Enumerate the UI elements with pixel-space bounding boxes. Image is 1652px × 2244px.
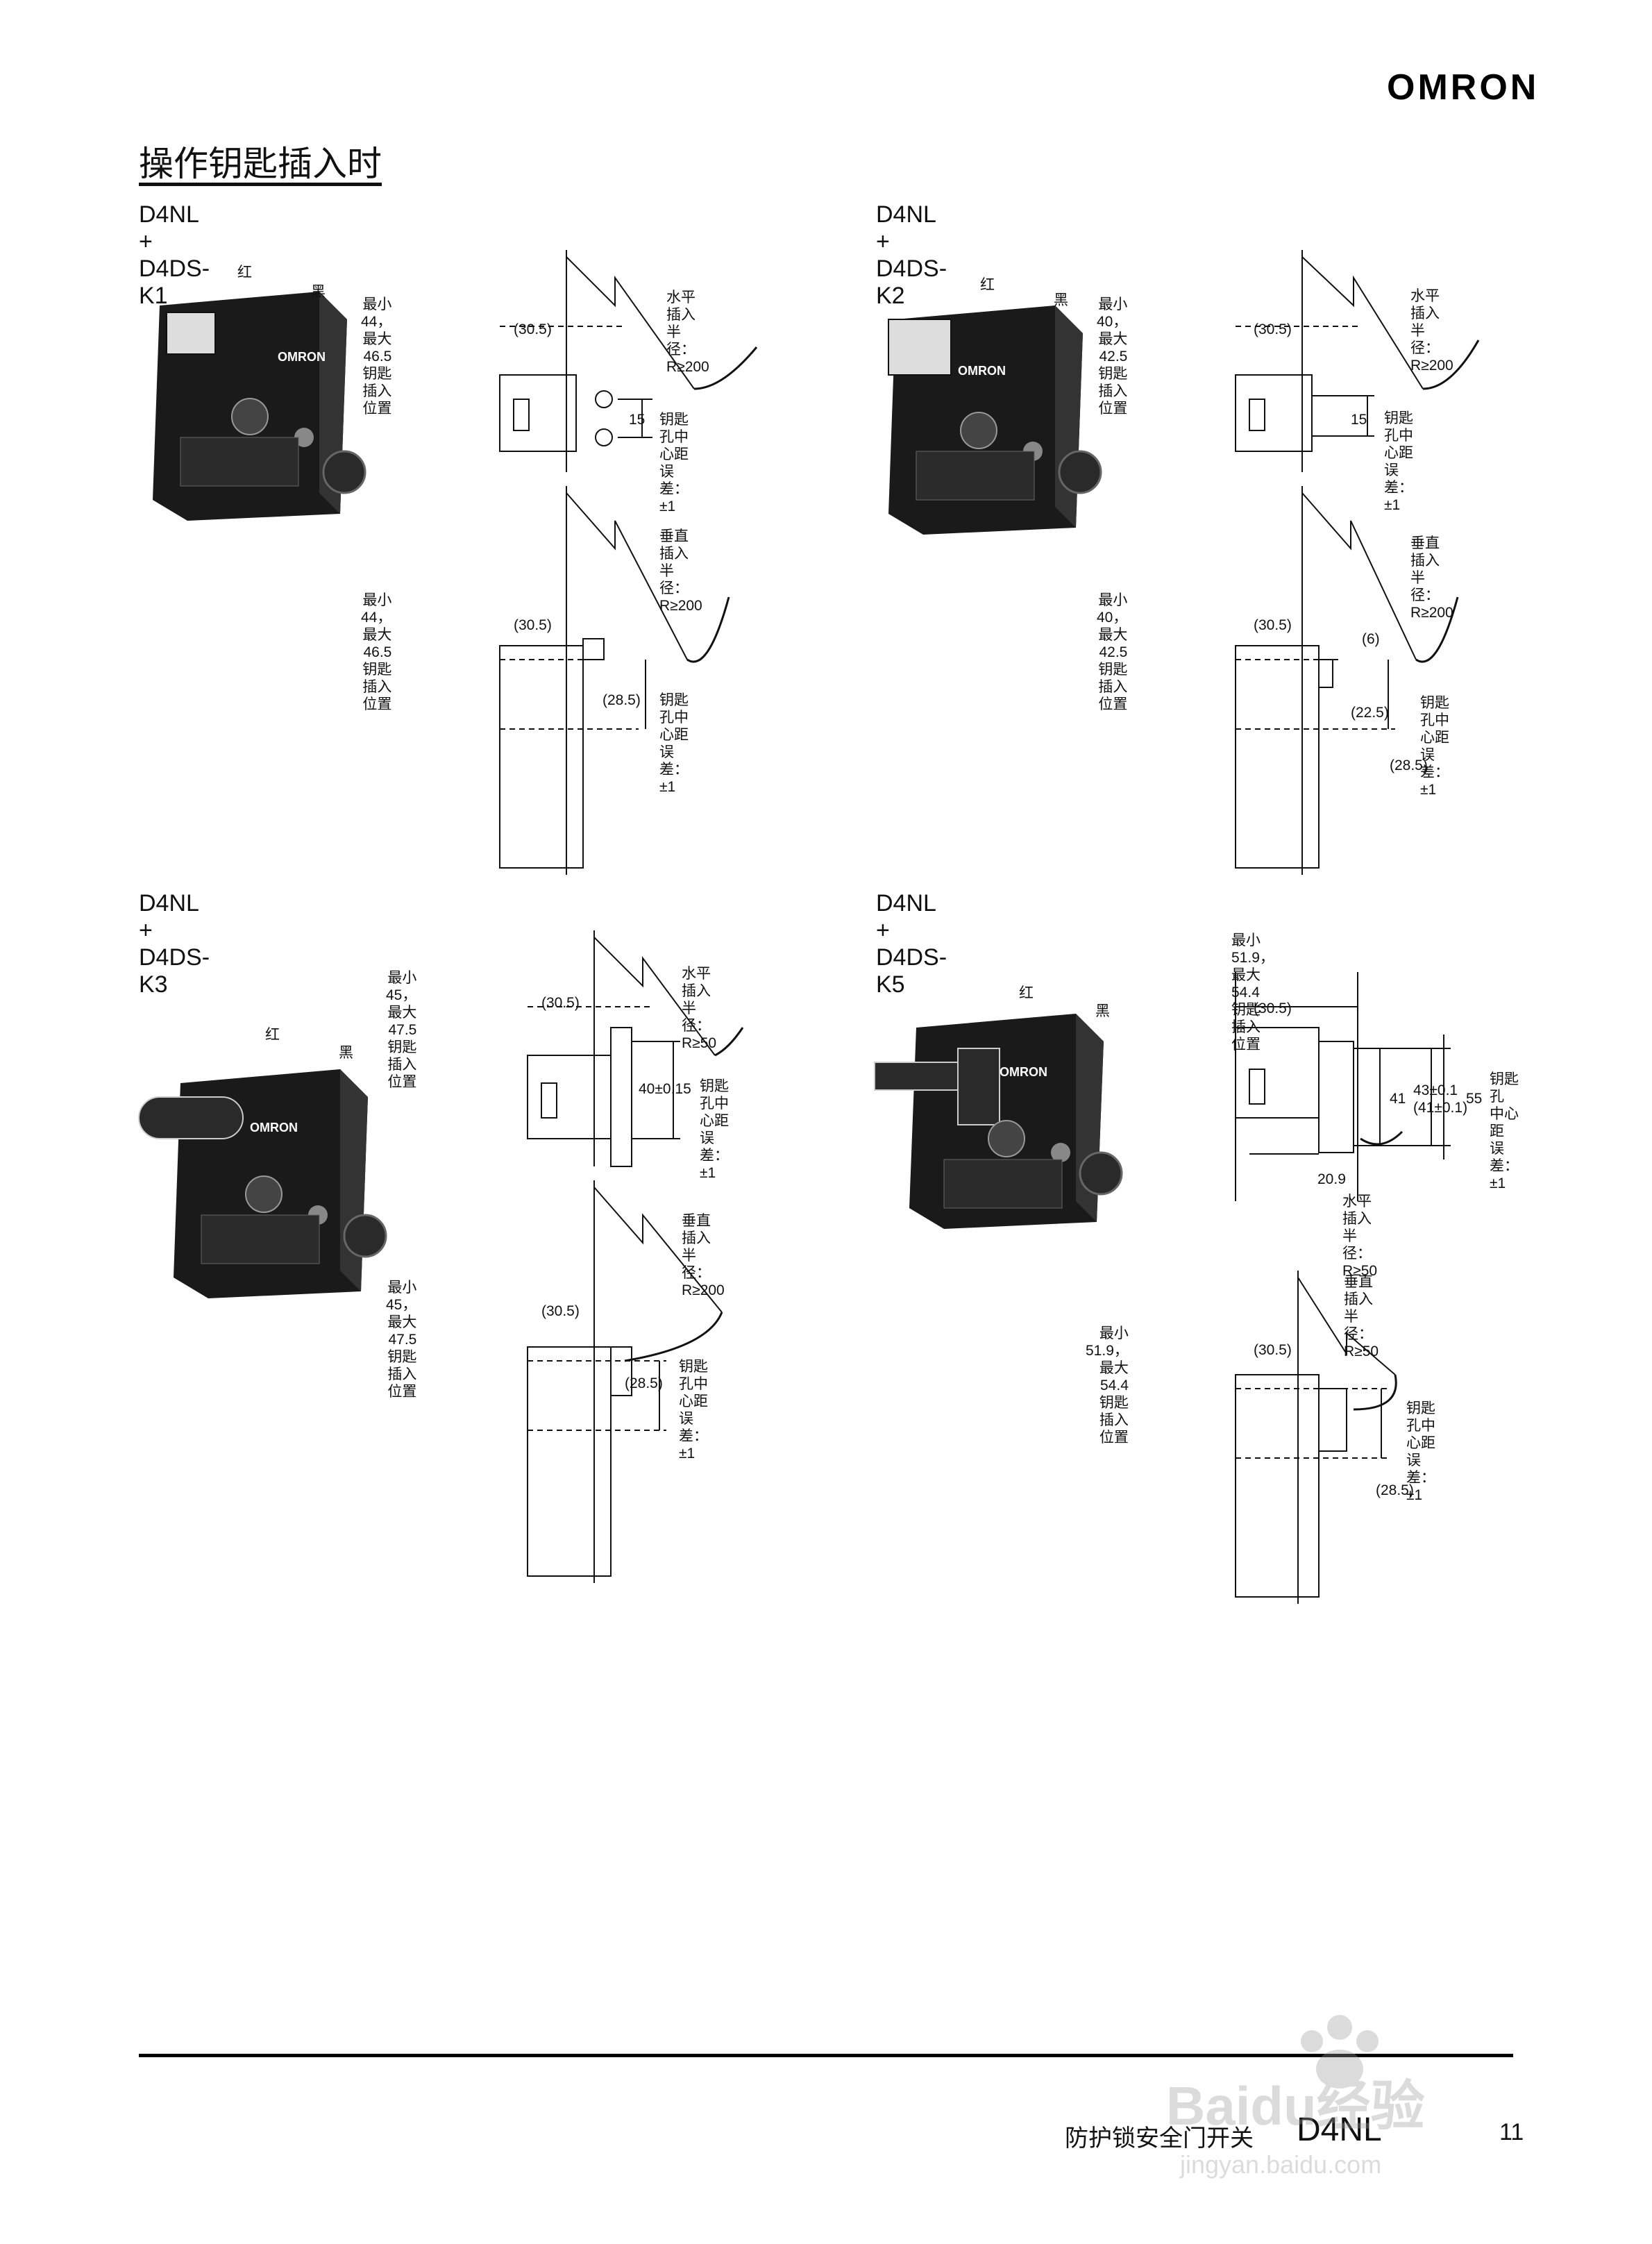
- watermark-logo: Baidu经验 jingyan.baidu.com: [1166, 2015, 1425, 2179]
- label-tolerance: 钥匙孔中心距误差： ±1: [1420, 695, 1449, 798]
- dim-key-position: 最小44，最大46.5 钥匙插入位置: [361, 296, 392, 417]
- label-red: 红: [1019, 985, 1034, 1001]
- dim-30-5: (30.5): [1254, 1000, 1292, 1016]
- switch-photo-k5: OMRON: [874, 1014, 1123, 1229]
- label-tolerance: 钥匙孔中 心距误差： ±1: [679, 1359, 708, 1462]
- label-tolerance: 钥匙孔中 心距误差： ±1: [700, 1078, 729, 1181]
- label-radius: 水平插入半径： R≥50: [1342, 1194, 1378, 1279]
- page-number: 11: [1499, 2119, 1524, 2145]
- dim-key-position: 最小40，最大42.5 钥匙插入位置: [1097, 296, 1128, 417]
- dim-43: 43±0.1 (41±0.1): [1413, 1082, 1468, 1116]
- dim-41: 41: [1390, 1091, 1406, 1107]
- dim-gap: (28.5): [1376, 1482, 1414, 1498]
- dim-gap: 15: [629, 412, 646, 428]
- dim-30-5: (30.5): [1254, 617, 1292, 633]
- dim-30-5: (30.5): [1254, 1342, 1292, 1358]
- footer-rule: [139, 2054, 1513, 2057]
- dim-gap: 40±0.15: [639, 1081, 691, 1097]
- drawing-k5-bottom: [1235, 1271, 1397, 1604]
- dim-gap: 15: [1351, 412, 1367, 428]
- panel-title: D4NL + D4DS-K2: [876, 201, 947, 309]
- dim-key-position: 最小51.9，最大54.4 钥匙插入位置: [1086, 1325, 1129, 1446]
- dim-key-position: 最小40，最大42.5 钥匙插入位置: [1097, 592, 1128, 712]
- label-black: 黑: [1054, 292, 1068, 308]
- label-black: 黑: [311, 284, 326, 300]
- dim-30-5: (30.5): [541, 1303, 580, 1319]
- label-radius: 水平插入半径： R≥200: [666, 290, 709, 375]
- svg-text:OMRON: OMRON: [278, 350, 326, 364]
- panel-title: D4NL + D4DS-K3: [139, 890, 210, 998]
- label-tolerance: 钥匙孔中 心距误差： ±1: [1406, 1400, 1435, 1503]
- panel-title: D4NL + D4DS-K1: [139, 201, 210, 309]
- drawing-k2-top: [1235, 250, 1480, 472]
- label-red: 红: [980, 277, 995, 293]
- dim-30-5: (30.5): [541, 995, 580, 1011]
- label-tolerance: 钥匙孔中心距误差： ±1: [659, 412, 689, 514]
- footer-product: D4NL: [1297, 2111, 1382, 2148]
- dim-gap: (22.5): [1351, 705, 1389, 721]
- watermark-text: Baidu经验: [1166, 2075, 1425, 2136]
- dim-key-position: 最小51.9，最大54.4 钥匙插入位置: [1231, 932, 1274, 1053]
- label-black: 黑: [339, 1045, 353, 1061]
- svg-text:OMRON: OMRON: [250, 1121, 298, 1134]
- label-tolerance: 钥匙孔中心距误差： ±1: [1384, 410, 1413, 513]
- label-radius: 垂直插入半径： R≥50: [1344, 1274, 1379, 1359]
- dim-gap: (28.5): [602, 692, 641, 708]
- label-tolerance: 钥匙孔中心距误差： ±1: [659, 692, 689, 795]
- dim-20-9: 20.9: [1317, 1171, 1346, 1187]
- panel-title: D4NL + D4DS-K5: [876, 890, 947, 998]
- dim-key-position: 最小45，最大47.5 钥匙插入位置: [386, 970, 417, 1090]
- dim-30-5: (30.5): [1254, 321, 1292, 337]
- dim-gap-2: (28.5): [1390, 757, 1428, 773]
- switch-photo-k3: OMRON: [138, 1069, 387, 1298]
- dim-55: 55: [1466, 1091, 1483, 1107]
- label-radius: 水平插入半径： R≥50: [682, 966, 717, 1051]
- label-red: 红: [265, 1027, 280, 1043]
- dim-small: (6): [1362, 631, 1380, 647]
- label-radius: 水平插入半径： R≥200: [1410, 288, 1453, 374]
- label-radius: 垂直插入半径： R≥200: [682, 1213, 725, 1298]
- label-radius: 垂直插入半径： R≥200: [1410, 535, 1453, 621]
- switch-photo-k2: OMRON: [888, 305, 1102, 535]
- dim-key-position: 最小44，最大46.5 钥匙插入位置: [361, 592, 392, 712]
- drawing-k3-bottom: [527, 1180, 723, 1583]
- label-tolerance: 钥匙孔 中心距 误差： ±1: [1490, 1071, 1519, 1191]
- section-title: 操作钥匙插入时: [139, 144, 382, 183]
- drawing-k5-top: [1235, 972, 1451, 1201]
- drawing-k1-bottom: [499, 486, 730, 875]
- drawing-k3-top: [527, 930, 744, 1167]
- label-black: 黑: [1095, 1003, 1110, 1019]
- svg-text:OMRON: OMRON: [1000, 1065, 1047, 1079]
- omron-logo: OMRON: [1387, 67, 1540, 108]
- drawing-k2-bottom: [1235, 486, 1459, 875]
- label-radius: 垂直插入半径： R≥200: [659, 528, 702, 614]
- watermark-url: jingyan.baidu.com: [1179, 2150, 1381, 2179]
- dim-30-5: (30.5): [514, 617, 552, 633]
- svg-text:OMRON: OMRON: [958, 364, 1006, 378]
- dim-key-position: 最小45，最大47.5 钥匙插入位置: [386, 1280, 417, 1400]
- dim-gap: (28.5): [625, 1375, 663, 1391]
- label-red: 红: [237, 265, 252, 280]
- dim-30-5: (30.5): [514, 321, 552, 337]
- footer-title: 防护锁安全门开关: [1065, 2125, 1254, 2152]
- switch-photo-k1: OMRON: [153, 292, 366, 521]
- drawing-k1-top: [499, 250, 758, 472]
